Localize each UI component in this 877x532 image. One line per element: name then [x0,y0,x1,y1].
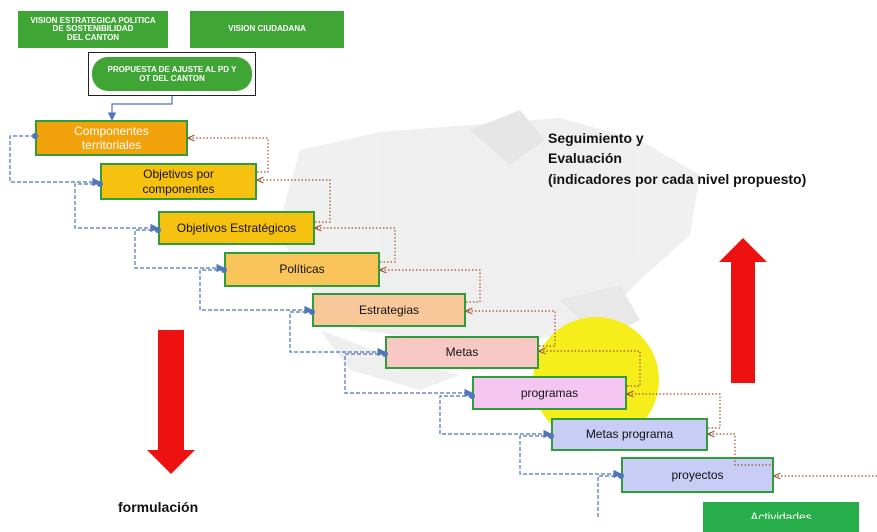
seguimiento-connectors [188,138,877,476]
formulacion-connectors [9,135,622,519]
connectors-layer [9,96,877,519]
vision-ciudadana-box: VISION CIUDADANA [190,11,344,48]
vision-politica-box: VISION ESTRATEGICA POLITICA DE SOSTENIBI… [18,11,168,48]
actividades-label: Actividades [750,510,812,519]
step-proyectos: proyectos [621,457,774,493]
arrow-up-seguimiento [719,238,767,383]
step-metas-programa: Metas programa [551,418,708,451]
propuesta-pill: PROPUESTA DE AJUSTE AL PD Y OT DEL CANTO… [92,57,252,91]
formulacion-heading: formulación [118,499,199,515]
connector-dots [32,133,624,479]
step-objetivos-componentes: Objetivos por componentes [100,163,257,200]
step-estrategias: Estrategias [312,293,466,327]
step-objetivos-estrategicos: Objetivos Estratégicos [158,211,315,245]
step-politicas: Políticas [224,252,380,287]
seguimiento-heading: Seguimiento y Evaluación (indicadores po… [548,130,807,187]
step-metas: Metas [385,336,539,369]
propuesta-connector [107,96,173,121]
step-programas: programas [472,376,627,410]
arrow-down-formulacion [147,330,195,474]
